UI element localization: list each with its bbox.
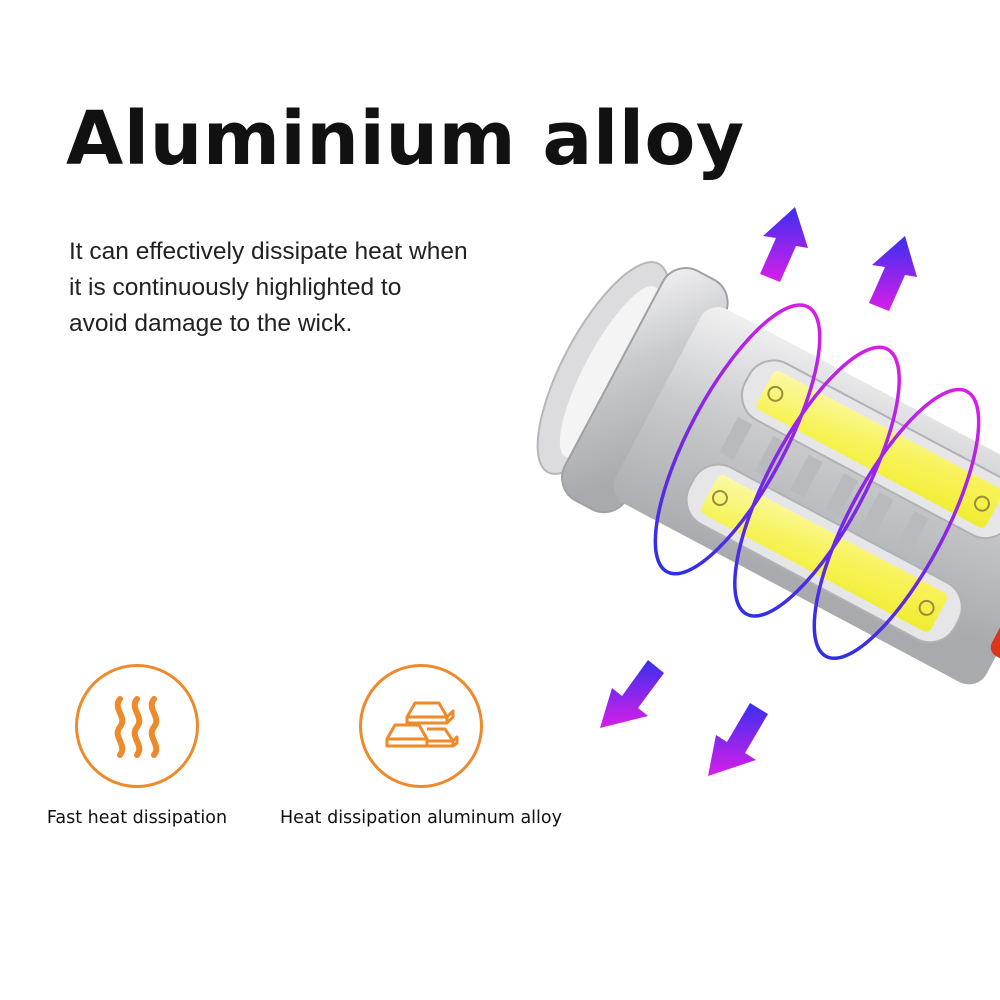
feature-icon-ring [359, 664, 483, 788]
heat-arrow-up-icon [760, 207, 808, 282]
description-line: avoid damage to the wick. [69, 310, 353, 337]
description-line: It can effectively dissipate heat when [69, 238, 468, 265]
heat-arrow-up-icon [869, 236, 917, 311]
led-chip [701, 475, 948, 632]
metal-ingots-icon [385, 701, 459, 748]
heat-waves-icon [114, 696, 160, 758]
heat-arrow-down-icon [600, 660, 664, 728]
description-line: it is continuously highlighted to [69, 274, 402, 301]
page-title: Aluminium alloy [66, 96, 745, 182]
led-bulb-illustration [536, 207, 1000, 776]
feature-label: Heat dissipation aluminum alloy [280, 808, 562, 828]
heat-arrow-down-icon [708, 703, 768, 776]
feature-label: Fast heat dissipation [46, 808, 228, 828]
feature-fast-heat-dissipation: Fast heat dissipation [34, 664, 240, 828]
bulb-body [536, 261, 1000, 685]
led-chip [756, 370, 1000, 528]
feature-icon-ring [75, 664, 199, 788]
description: It can effectively dissipate heat when i… [69, 234, 549, 342]
feature-aluminum-alloy: Heat dissipation aluminum alloy [274, 664, 568, 828]
